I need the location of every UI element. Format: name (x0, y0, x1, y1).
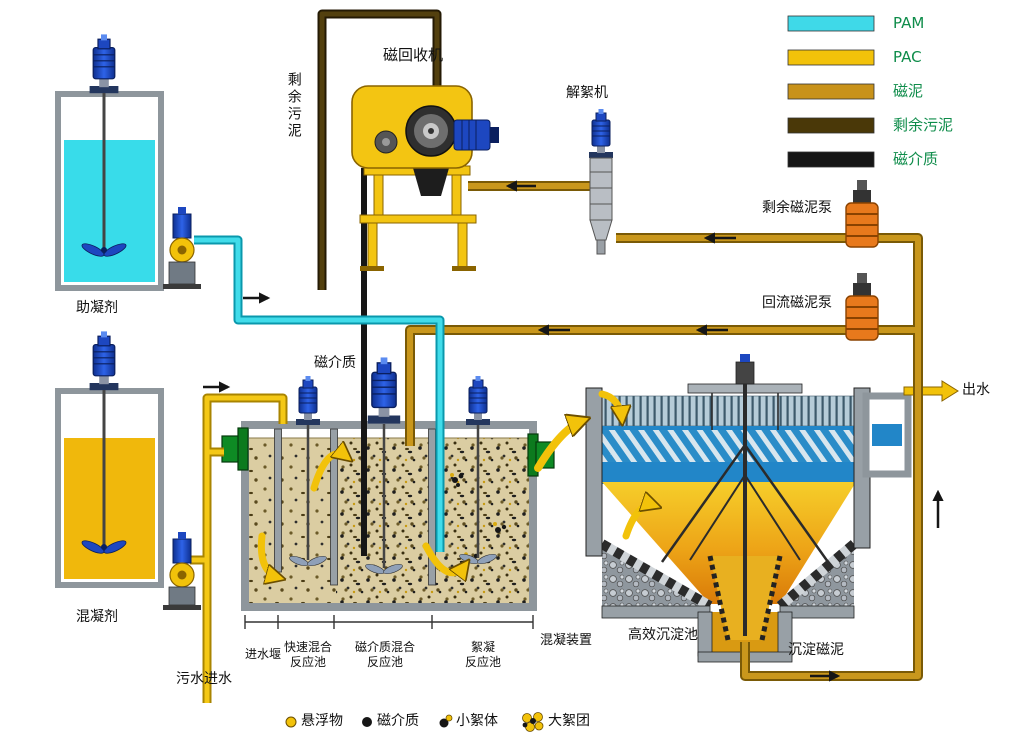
tube-settler-band (602, 430, 856, 462)
large-floc-icon (522, 712, 544, 732)
water-flow-arrows (257, 390, 656, 578)
legend-swatch-magnetic-sludge (787, 83, 875, 100)
legend-label-magnetic-media: 磁介质 (893, 150, 939, 168)
label-magnetic-recovery-machine: 磁回收机 (383, 46, 444, 64)
label-suspended-solids: 悬浮物 (301, 713, 343, 729)
legend-swatches (787, 15, 875, 168)
legend-label-magnetic-sludge: 磁泥 (893, 82, 924, 100)
legend-swatch-pam (787, 15, 875, 32)
basin-dimension-line (244, 615, 534, 629)
label-coagulant-tank: 混凝剂 (76, 609, 118, 625)
mixing-basin (221, 421, 555, 629)
scraper-motor (735, 361, 755, 385)
label-small-floc: 小絮体 (456, 713, 498, 729)
label-flocculation-1: 絮凝 (470, 640, 496, 654)
label-magnetic-mix-2: 反应池 (366, 655, 404, 669)
magnetic-recovery-machine (351, 85, 499, 271)
coagulant-tank (55, 330, 164, 588)
deflocculator (588, 108, 614, 255)
pipes (190, 9, 923, 703)
label-magnetic-media-pipe: 磁介质 (314, 355, 356, 371)
label-magnetic-media-particle: 磁介质 (377, 713, 419, 729)
inlet-flange (221, 427, 249, 471)
magnetic-media-icon (362, 717, 372, 727)
discharge-chute (413, 168, 449, 196)
label-flocculation-2: 反应池 (464, 655, 502, 669)
effluent-arrow (903, 380, 959, 402)
label-return-sludge-pump: 回流磁泥泵 (762, 295, 832, 311)
dosing-pump-pam (163, 207, 201, 289)
label-large-floc: 大絮团 (548, 713, 590, 729)
surplus-sludge-pump (845, 180, 879, 248)
legend-swatch-pac (787, 49, 875, 66)
label-effluent: 出水 (962, 382, 990, 398)
label-influent: 污水进水 (176, 671, 232, 687)
clarifier-left-wall (585, 387, 603, 557)
label-clarifier: 高效沉淀池 (628, 627, 698, 643)
return-sludge-pump (845, 273, 879, 341)
pac-liquid (64, 438, 155, 579)
agitator-motor (88, 330, 120, 391)
flow-arrows (203, 180, 944, 682)
effluent-channel (862, 392, 912, 478)
divider-1 (330, 428, 338, 586)
label-rapid-mix-2: 反应池 (289, 655, 327, 669)
label-coagulation-device: 混凝装置 (540, 633, 593, 648)
label-surplus-sludge-pipe: 剩余污泥 (285, 72, 302, 140)
pam-liquid (64, 140, 155, 282)
legend-swatch-magnetic-media (787, 151, 875, 168)
dosing-pump-pac (163, 532, 201, 610)
weir-wall (274, 428, 282, 573)
label-surplus-sludge-pump: 剩余磁泥泵 (762, 200, 832, 216)
label-deflocculator: 解絮机 (566, 85, 608, 101)
legend-label-pam: PAM (893, 14, 925, 32)
label-settled-sludge: 沉淀磁泥 (788, 642, 844, 658)
label-inlet-weir: 进水堰 (244, 647, 282, 661)
label-magnetic-mix-1: 磁介质混合 (354, 640, 416, 654)
label-rapid-mix-1: 快速混合 (283, 640, 333, 654)
launder-band (601, 395, 857, 427)
legend-swatch-surplus-sludge (787, 117, 875, 134)
small-floc-icon (439, 714, 453, 728)
scraper-mechanism (660, 354, 830, 636)
basin-agitators (289, 356, 497, 575)
particle-legend-icons (285, 712, 544, 732)
coagulant-aid-tank (55, 33, 164, 291)
agitator-motor (88, 33, 120, 94)
legend-label-surplus-sludge: 剩余污泥 (893, 116, 954, 134)
suspended-solids-icon (285, 716, 297, 728)
legend-label-pac: PAC (893, 48, 922, 66)
label-coagulant-aid-tank: 助凝剂 (76, 300, 118, 316)
drum-motor (453, 119, 499, 151)
